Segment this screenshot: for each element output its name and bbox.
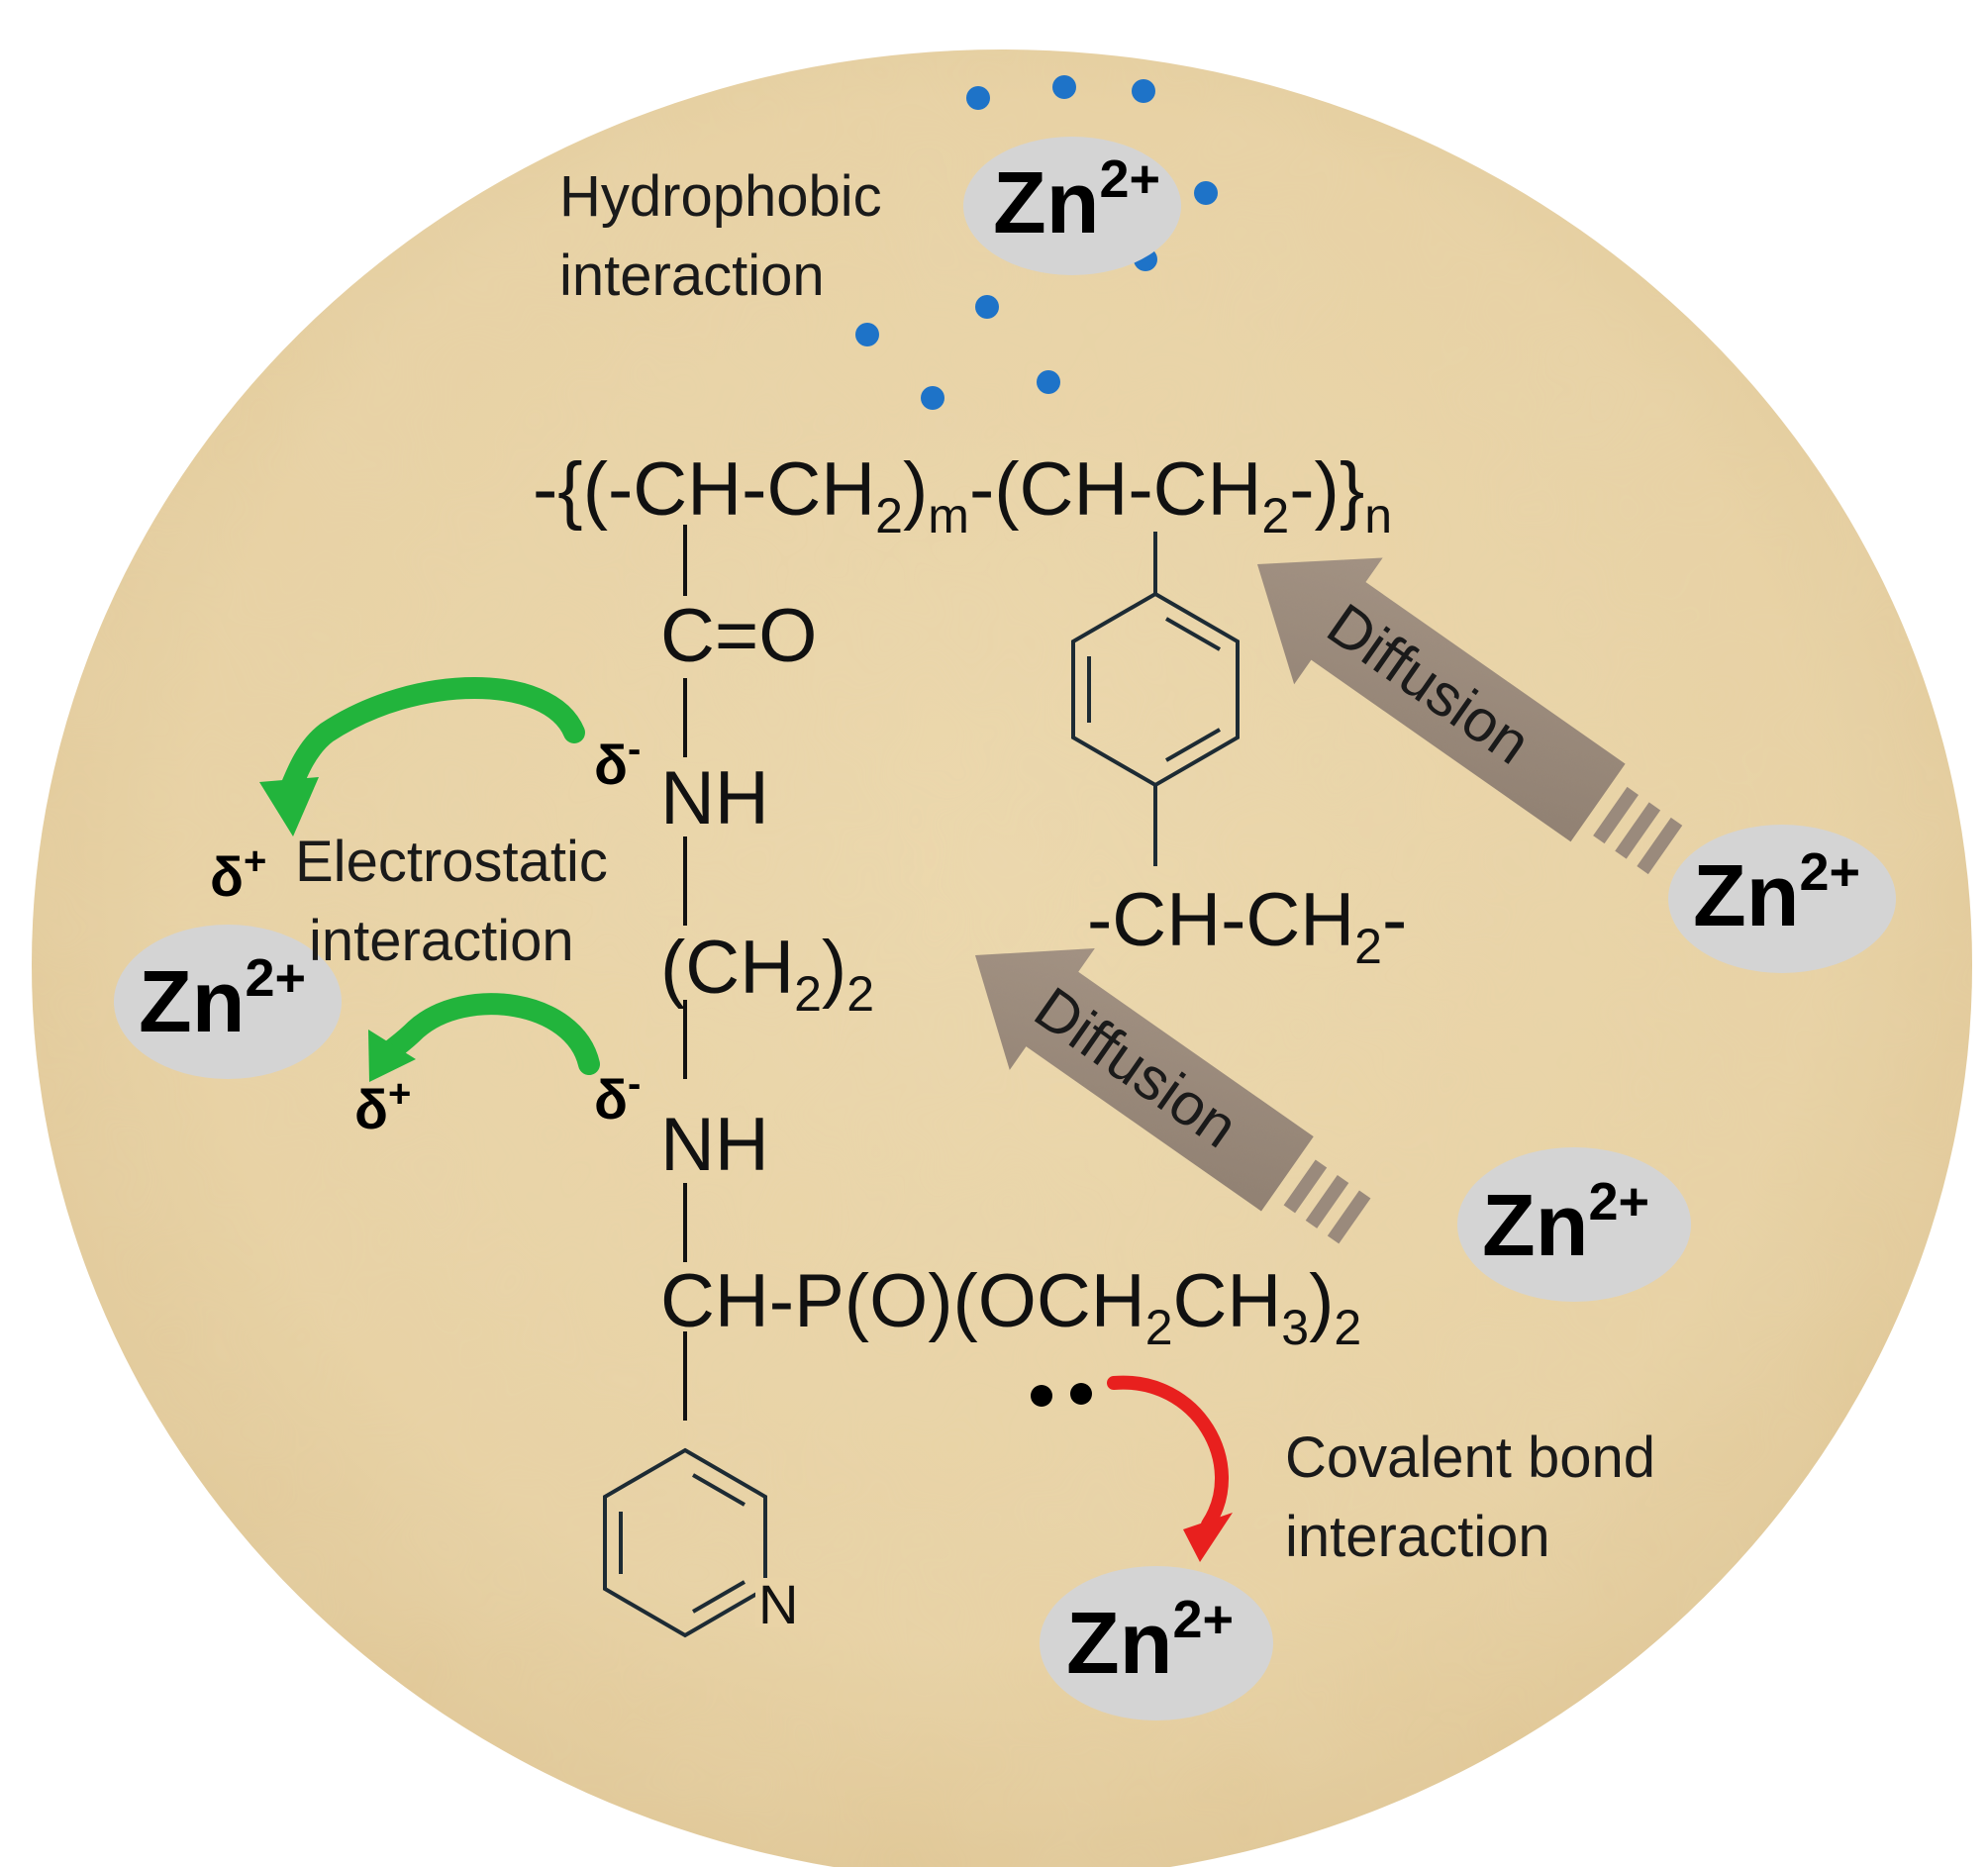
zinc-ion-left: Zn2+ bbox=[114, 925, 342, 1079]
styrene-unit: -CH-CH2- bbox=[1087, 878, 1407, 974]
covalent-label-line2: interaction bbox=[1285, 1505, 1550, 1569]
water-dot-icon bbox=[921, 386, 944, 410]
amide-nh: NH bbox=[660, 756, 769, 840]
water-dot-icon bbox=[1132, 79, 1155, 103]
ethylene-spacer: (CH2)2 bbox=[660, 926, 874, 1022]
water-dot-icon bbox=[1037, 370, 1060, 394]
zinc-charge: 2+ bbox=[1100, 149, 1161, 209]
svg-text:Zn2+: Zn2+ bbox=[993, 149, 1160, 251]
pyridine-nitrogen: N bbox=[758, 1573, 798, 1635]
pyridine-ring-icon bbox=[603, 1447, 767, 1638]
zinc-ion-top: Zn2+ bbox=[963, 137, 1181, 275]
covalent-label-line1: Covalent bond bbox=[1285, 1425, 1655, 1490]
zinc-ion-bottom: Zn2+ bbox=[1040, 1566, 1273, 1720]
hydrophobic-label-line1: Hydrophobic bbox=[559, 164, 882, 229]
polymer-backbone: -{(-CH-CH2)m-(CH-CH2-)}n bbox=[533, 447, 1392, 543]
electrostatic-arrow-upper-icon bbox=[259, 677, 585, 836]
svg-text:Zn2+: Zn2+ bbox=[1066, 1590, 1234, 1692]
water-dot-icon bbox=[855, 323, 879, 346]
benzene-ring-icon bbox=[1071, 532, 1240, 866]
phosphonate-group: CH-P(O)(OCH2CH3)2 bbox=[660, 1259, 1361, 1355]
amine-nh: NH bbox=[660, 1103, 769, 1187]
partial-negative-upper: δ- bbox=[594, 728, 641, 796]
zinc-ion-right-lower: Zn2+ bbox=[1457, 1147, 1691, 1302]
hydrophobic-label-line2: interaction bbox=[559, 244, 825, 308]
partial-negative-lower: δ- bbox=[594, 1062, 641, 1130]
electrostatic-label-line1: Electrostatic bbox=[295, 830, 608, 894]
pyridine-n-backdrop bbox=[755, 1578, 795, 1627]
water-dot-icon bbox=[1052, 75, 1076, 99]
zinc-ion-right-upper: Zn2+ bbox=[1668, 825, 1896, 973]
lone-pair-icon bbox=[1031, 1383, 1092, 1407]
water-dots bbox=[855, 75, 1218, 410]
carbonyl-group: C=O bbox=[660, 594, 817, 678]
covalent-arrow-icon bbox=[1107, 1375, 1233, 1562]
partial-positive-upper: δ+ bbox=[210, 839, 266, 908]
svg-text:Zn2+: Zn2+ bbox=[1693, 842, 1860, 944]
zinc-symbol: Zn bbox=[993, 153, 1100, 251]
electrostatic-arrow-lower-icon bbox=[368, 993, 600, 1082]
water-dot-icon bbox=[1194, 181, 1218, 205]
water-dot-icon bbox=[966, 86, 990, 110]
electrostatic-label-line2: interaction bbox=[309, 909, 574, 973]
svg-text:Zn2+: Zn2+ bbox=[1482, 1172, 1649, 1274]
water-dot-icon bbox=[975, 295, 999, 319]
partial-positive-lower: δ+ bbox=[354, 1072, 411, 1140]
svg-text:Zn2+: Zn2+ bbox=[139, 948, 306, 1050]
